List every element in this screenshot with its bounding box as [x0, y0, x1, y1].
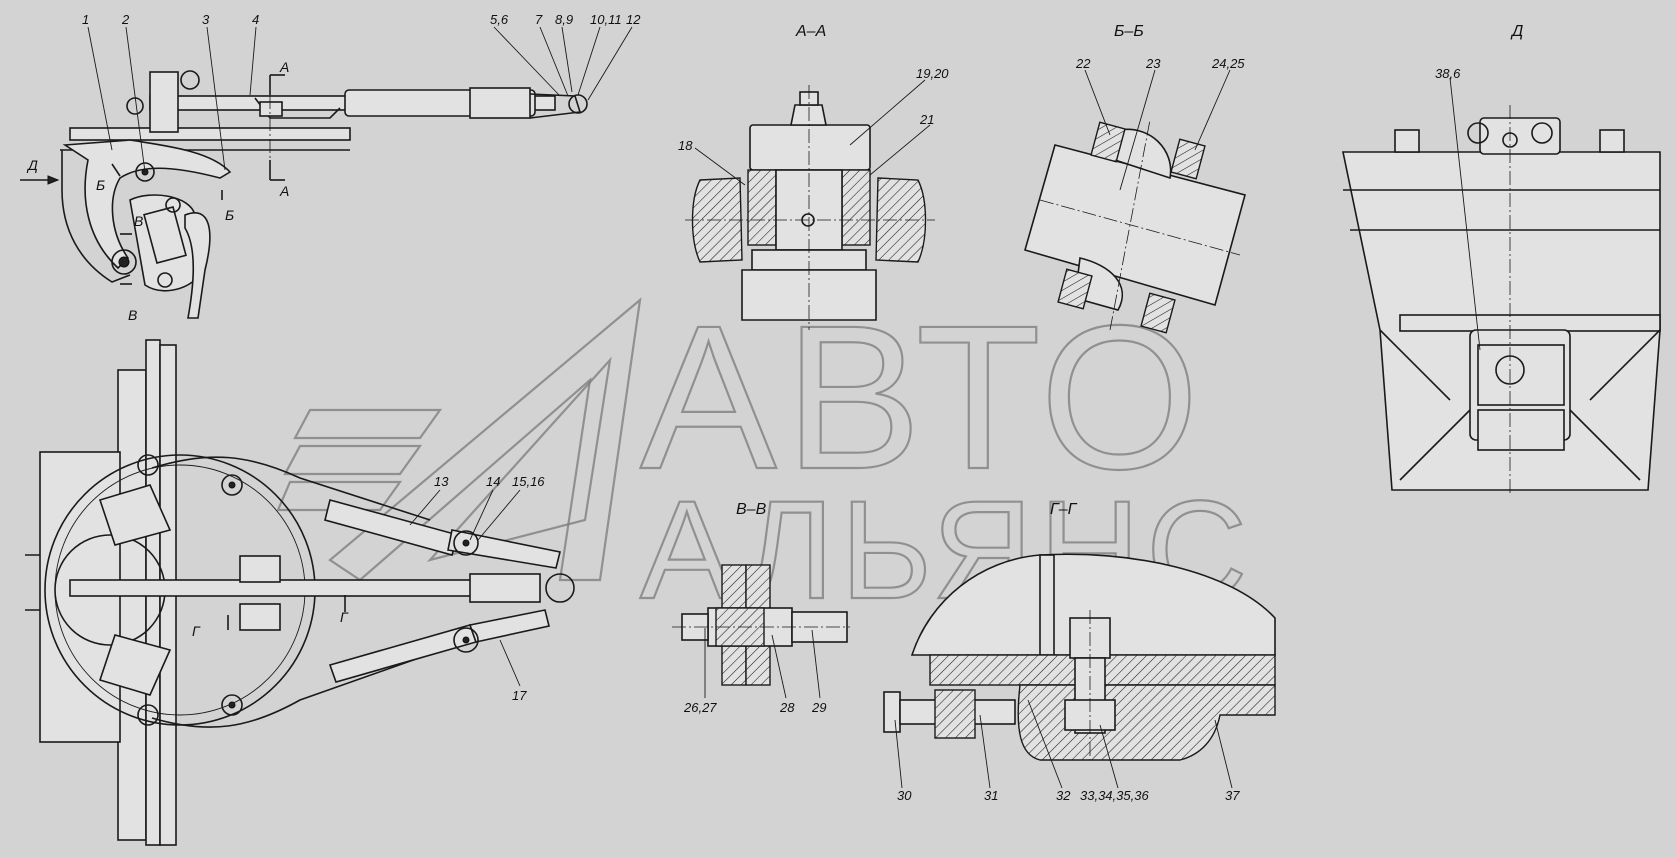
mark-a-bottom: А: [279, 183, 289, 199]
callout-18: 18: [678, 138, 693, 153]
mark-g-right: Г: [340, 609, 349, 625]
leader-lines: [87, 26, 1481, 789]
callout-24-25: 24,25: [1211, 56, 1245, 71]
title-a-a: А–А: [795, 23, 826, 40]
side-view: [20, 70, 588, 319]
callout-10-11: 10,11: [590, 12, 622, 27]
callout-2: 2: [121, 12, 130, 27]
watermark-wing-logo: [276, 297, 642, 582]
callout-29: 29: [811, 700, 826, 715]
callout-12: 12: [626, 12, 641, 27]
callout-4: 4: [252, 12, 259, 27]
section-b-b: [1024, 119, 1246, 334]
mark-g-left: Г: [192, 623, 201, 639]
callout-7: 7: [535, 12, 543, 27]
watermark-line1: АВТО: [640, 283, 1207, 512]
callout-23: 23: [1145, 56, 1161, 71]
mark-v-top: В: [134, 213, 143, 229]
callout-31: 31: [984, 788, 998, 803]
callout-17: 17: [512, 688, 527, 703]
title-g-g: Г–Г: [1050, 501, 1078, 518]
title-d-view: Д: [1510, 23, 1523, 40]
callout-33-36: 33,34,35,36: [1080, 788, 1149, 803]
callout-15-16: 15,16: [512, 474, 545, 489]
callout-numbers: 1 2 3 4 5,6 7 8,9 10,11 12 13 14 15,16 1…: [82, 12, 1461, 803]
mark-b-right: Б: [225, 207, 234, 223]
callout-38-6: 38,6: [1435, 66, 1461, 81]
callout-22: 22: [1075, 56, 1091, 71]
title-v-v: В–В: [736, 501, 767, 518]
callout-1: 1: [82, 12, 89, 27]
section-titles: А–А Б–Б Д В–В Г–Г: [736, 23, 1523, 518]
callout-21: 21: [919, 112, 934, 127]
mark-v-bottom: В: [128, 307, 137, 323]
callout-30: 30: [897, 788, 912, 803]
callout-13: 13: [434, 474, 449, 489]
callout-8-9: 8,9: [555, 12, 573, 27]
section-g-g: [883, 553, 1276, 761]
mark-b-left: Б: [96, 177, 105, 193]
callout-5-6: 5,6: [490, 12, 509, 27]
callout-3: 3: [202, 12, 210, 27]
cut-marks: А А Д Б Б В В Г Г: [26, 59, 349, 639]
title-b-b: Б–Б: [1114, 23, 1144, 40]
callout-28: 28: [779, 700, 795, 715]
callout-14: 14: [486, 474, 500, 489]
section-a-a: [685, 85, 935, 330]
callout-37: 37: [1225, 788, 1240, 803]
mark-d: Д: [26, 157, 38, 173]
view-d: [1342, 105, 1661, 495]
plan-view: [25, 339, 575, 846]
callout-32: 32: [1056, 788, 1071, 803]
callout-26-27: 26,27: [683, 700, 717, 715]
section-v-v: [672, 564, 850, 686]
mark-a-top: А: [279, 59, 289, 75]
callout-19-20: 19,20: [916, 66, 949, 81]
